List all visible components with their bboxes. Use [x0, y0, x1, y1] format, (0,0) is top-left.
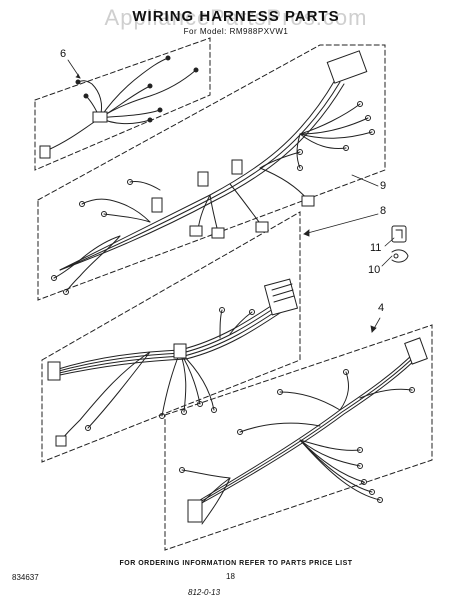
clip-parts — [391, 225, 409, 263]
ordering-note: FOR ORDERING INFORMATION REFER TO PARTS … — [119, 560, 353, 567]
clip-part-11 — [391, 225, 407, 243]
callout-11: 11 — [370, 242, 382, 254]
harness-6-outline — [34, 37, 211, 171]
clip-part-10 — [391, 249, 409, 263]
harness-8 — [47, 278, 299, 447]
callout-8: 8 — [380, 205, 387, 217]
harness-9-outline — [37, 44, 386, 301]
callout-9: 9 — [380, 180, 387, 192]
watermark-text: AppliancePartsPros.com — [104, 5, 368, 30]
harness-4-outline — [164, 324, 433, 551]
harness-8-outline — [41, 211, 301, 463]
page-number: 18 — [226, 572, 235, 581]
dashed-group-outlines — [34, 37, 433, 551]
callout-4: 4 — [378, 302, 385, 314]
catalog-code: 812-0-13 — [188, 588, 221, 597]
drawing-number: 834637 — [12, 573, 39, 582]
callout-10: 10 — [368, 264, 381, 276]
model-subtitle: For Model: RM988PXVW1 — [183, 27, 289, 36]
callout-leaders — [67, 59, 395, 333]
callout-6: 6 — [60, 48, 67, 60]
harness-4 — [179, 337, 428, 525]
page-title: WIRING HARNESS PARTS — [132, 8, 340, 25]
harness-9 — [51, 50, 375, 295]
harness-6 — [39, 55, 199, 159]
